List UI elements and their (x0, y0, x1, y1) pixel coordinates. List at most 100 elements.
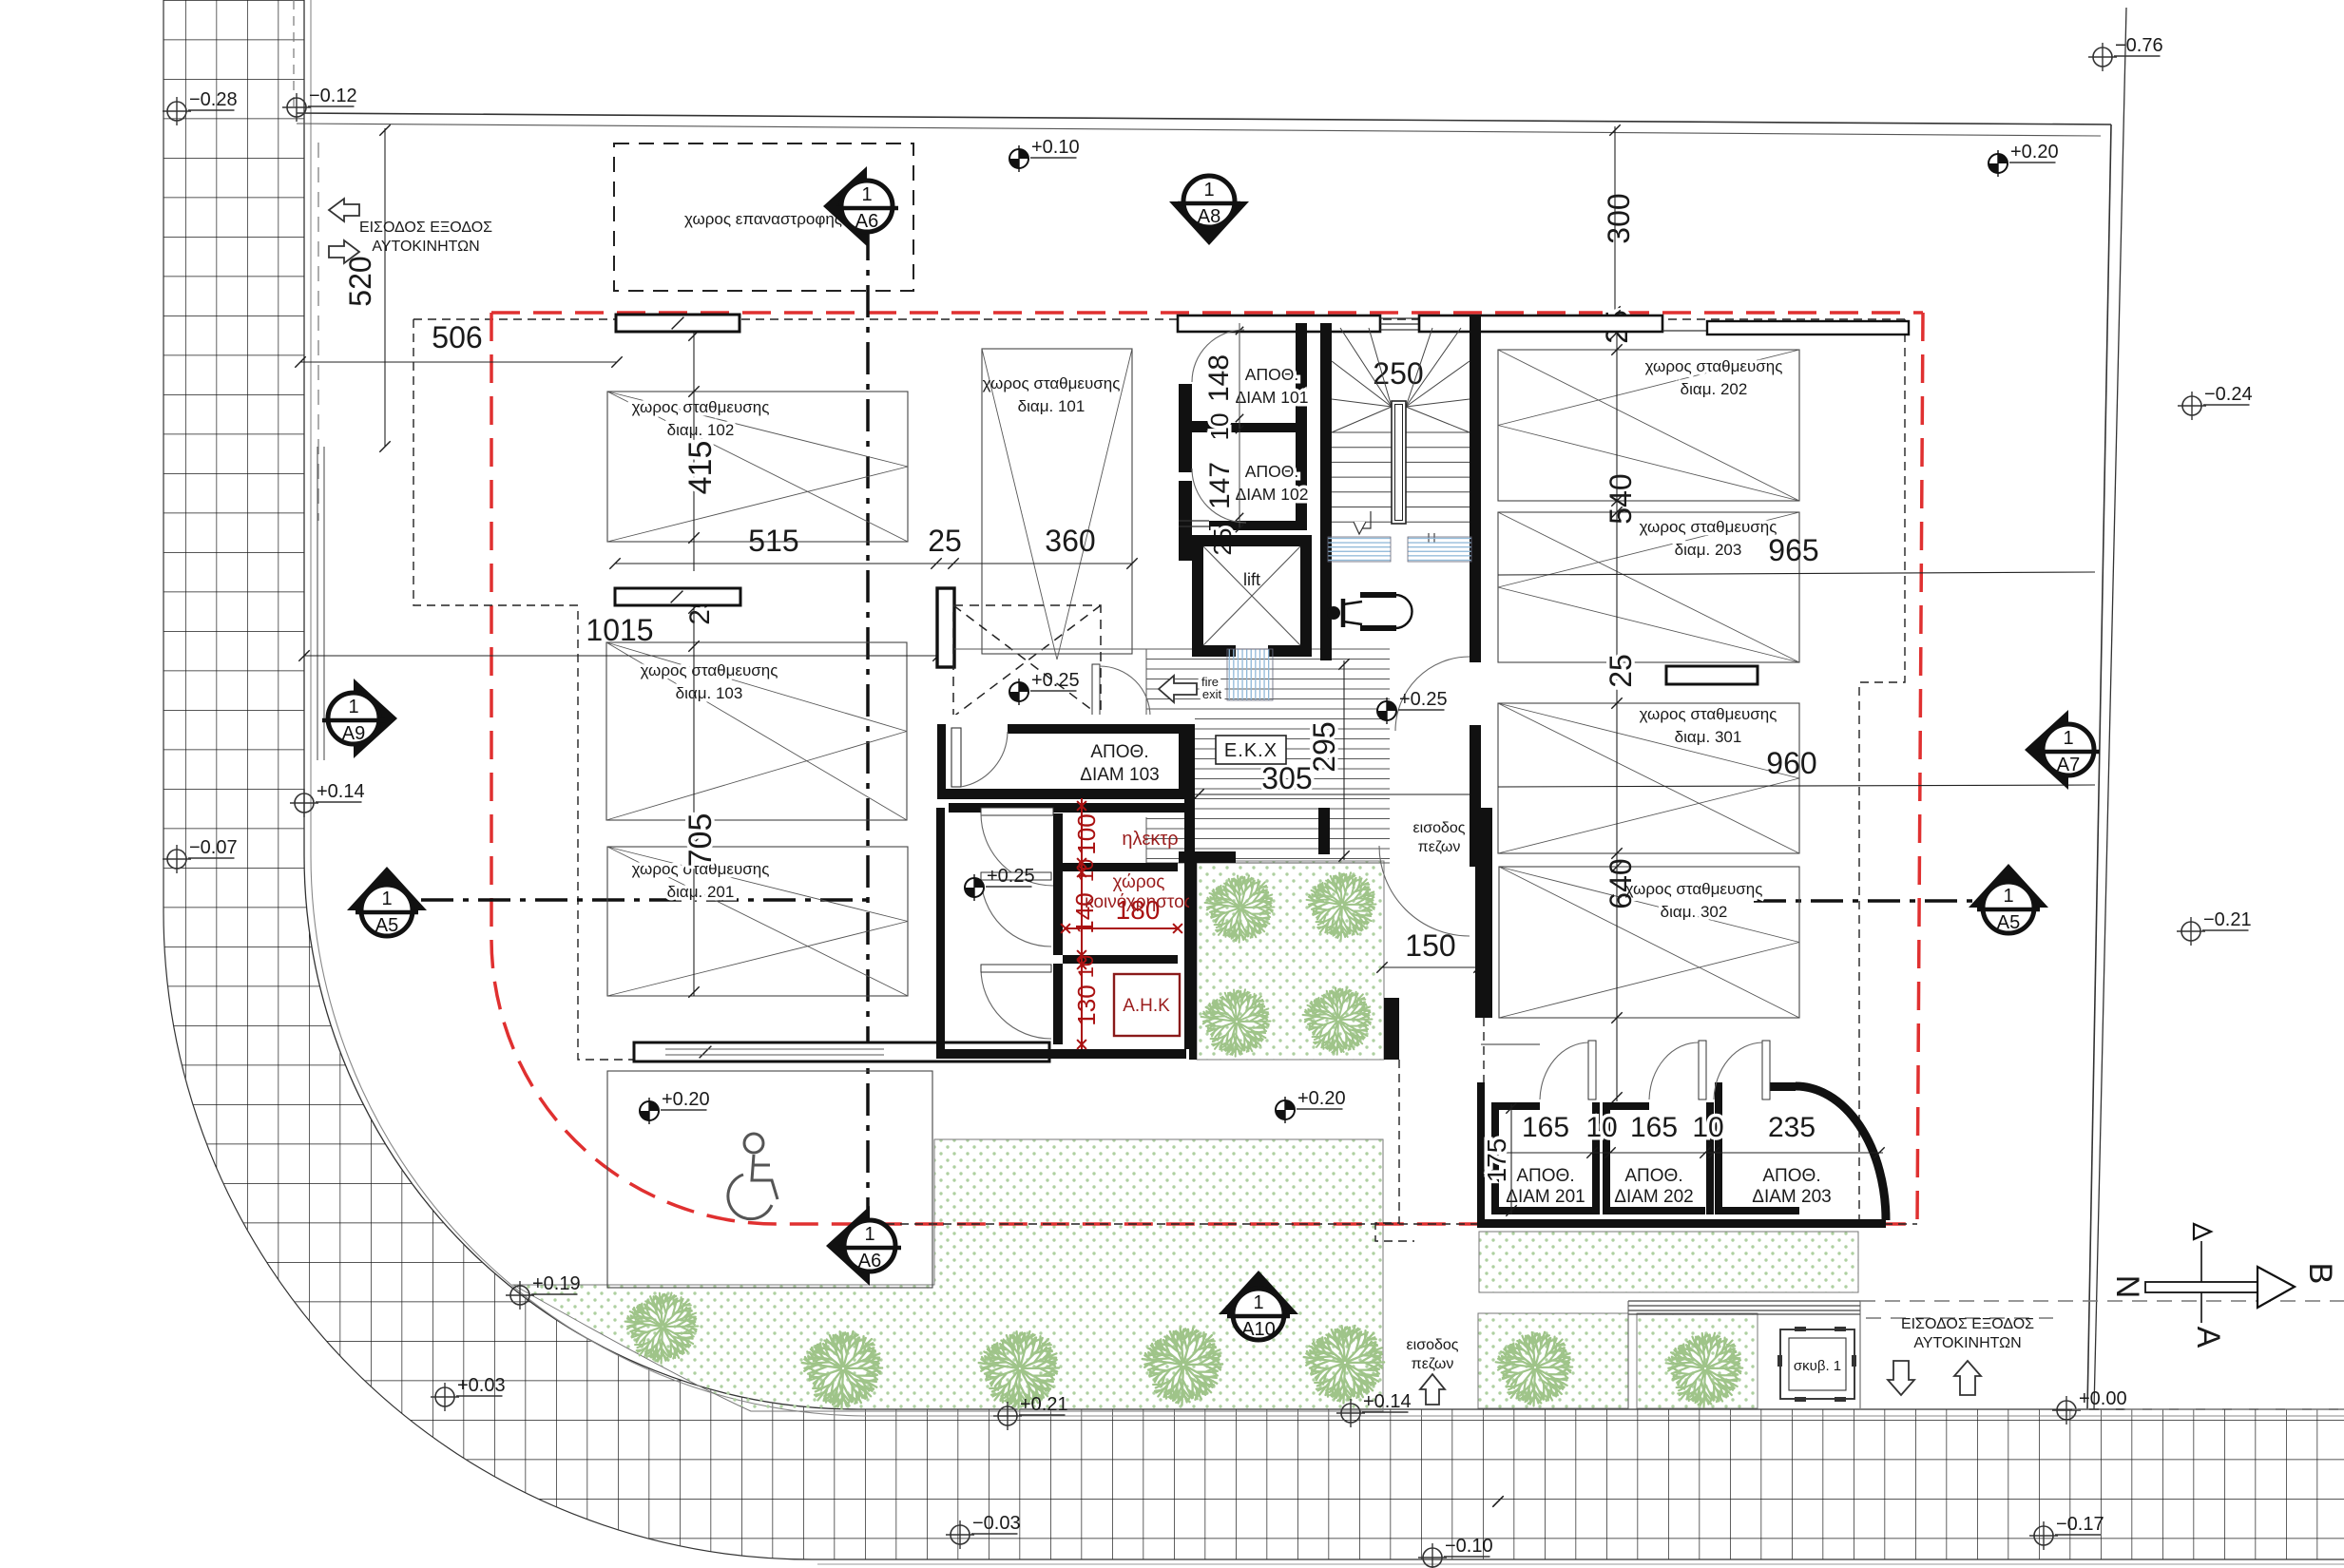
svg-text:25: 25 (1604, 654, 1638, 688)
svg-text:+0.14: +0.14 (1363, 1391, 1412, 1412)
svg-text:χωρος σταθμευσης: χωρος σταθμευσης (641, 661, 778, 679)
svg-text:295: 295 (1307, 721, 1341, 772)
svg-text:1: 1 (2063, 728, 2073, 749)
svg-text:705: 705 (682, 813, 719, 868)
svg-text:+0.25: +0.25 (987, 866, 1035, 887)
svg-text:10: 10 (1074, 859, 1098, 882)
svg-text:χωρος σταθμευσης: χωρος σταθμευσης (983, 374, 1121, 392)
svg-text:χωρος σταθμευσης: χωρος σταθμευσης (1640, 518, 1777, 536)
svg-text:ΑΥΤΟΚΙΝΗΤΩΝ: ΑΥΤΟΚΙΝΗΤΩΝ (372, 239, 479, 255)
svg-text:540: 540 (1604, 473, 1638, 524)
svg-text:χώρος: χώρος (1113, 872, 1165, 892)
svg-text:ΑΠΟΘ.: ΑΠΟΘ. (1245, 365, 1298, 384)
svg-text:ΑΥΤΟΚΙΝΗΤΩΝ: ΑΥΤΟΚΙΝΗΤΩΝ (1913, 1335, 2021, 1351)
svg-text:−0.21: −0.21 (2203, 909, 2252, 930)
svg-text:ΑΠΟΘ.: ΑΠΟΘ. (1245, 462, 1298, 481)
svg-text:Α8: Α8 (1198, 206, 1220, 227)
svg-text:−0.07: −0.07 (189, 837, 238, 858)
svg-text:κοινόχρηστος: κοινόχρηστος (1085, 892, 1193, 912)
svg-text:+0.19: +0.19 (532, 1273, 581, 1294)
svg-text:−0.76: −0.76 (2115, 35, 2163, 56)
svg-text:+0.14: +0.14 (317, 781, 365, 802)
svg-text:διαμ. 201: διαμ. 201 (667, 883, 735, 901)
svg-text:A: A (2190, 1327, 2226, 1348)
svg-text:πεζων: πεζων (1412, 1356, 1454, 1372)
svg-text:300: 300 (1602, 193, 1636, 243)
svg-text:ΕΙΣΟΔΟΣ ΕΞΟΔΟΣ: ΕΙΣΟΔΟΣ ΕΞΟΔΟΣ (1901, 1316, 2034, 1332)
svg-text:1: 1 (861, 184, 872, 205)
svg-text:exit: exit (1202, 687, 1222, 701)
svg-text:Α5: Α5 (375, 915, 398, 936)
svg-text:180: 180 (1116, 895, 1161, 925)
svg-text:ΔΙΑΜ 102: ΔΙΑΜ 102 (1236, 485, 1309, 504)
svg-text:ΕΙΣΟΔΟΣ ΕΞΟΔΟΣ: ΕΙΣΟΔΟΣ ΕΞΟΔΟΣ (359, 220, 492, 236)
svg-text:+0.03: +0.03 (457, 1375, 506, 1396)
svg-text:Α9: Α9 (342, 723, 365, 744)
svg-text:150: 150 (1405, 928, 1455, 963)
svg-text:360: 360 (1045, 524, 1095, 558)
svg-text:+0.21: +0.21 (1020, 1394, 1068, 1415)
svg-text:+0.25: +0.25 (1399, 689, 1448, 710)
svg-text:−0.28: −0.28 (189, 89, 238, 110)
svg-text:140: 140 (1070, 892, 1099, 933)
svg-text:+0.10: +0.10 (1031, 137, 1080, 158)
svg-text:ΑΠΟΘ.: ΑΠΟΘ. (1762, 1166, 1820, 1186)
svg-text:Α5: Α5 (1997, 912, 2020, 933)
svg-text:ΔΙΑΜ 103: ΔΙΑΜ 103 (1080, 765, 1159, 785)
svg-text:διαμ. 202: διαμ. 202 (1681, 380, 1748, 398)
svg-text:+0.20: +0.20 (2010, 142, 2059, 163)
svg-text:1015: 1015 (586, 613, 653, 647)
svg-text:965: 965 (1768, 533, 1818, 567)
svg-text:305: 305 (1261, 761, 1312, 795)
svg-text:148: 148 (1203, 354, 1235, 402)
svg-text:10: 10 (1585, 1112, 1617, 1143)
svg-text:εισοδος: εισοδος (1407, 1337, 1459, 1353)
svg-text:+0.25: +0.25 (1031, 670, 1080, 691)
svg-text:−0.12: −0.12 (309, 86, 357, 106)
svg-text:Α7: Α7 (2057, 755, 2080, 775)
svg-text:250: 250 (1373, 356, 1423, 391)
svg-text:165: 165 (1630, 1112, 1678, 1143)
svg-text:διαμ. 101: διαμ. 101 (1018, 397, 1086, 415)
svg-text:fire: fire (1201, 675, 1219, 689)
svg-text:520: 520 (343, 256, 377, 306)
svg-text:10: 10 (1205, 413, 1234, 441)
svg-text:ΔΙΑΜ 203: ΔΙΑΜ 203 (1752, 1187, 1831, 1207)
svg-text:1: 1 (381, 889, 392, 909)
svg-text:χωρος σταθμευσης: χωρος σταθμευσης (1625, 880, 1763, 898)
svg-text:lift: lift (1243, 570, 1260, 589)
svg-text:+0.20: +0.20 (662, 1089, 710, 1110)
svg-text:1: 1 (864, 1224, 874, 1245)
svg-text:515: 515 (748, 524, 798, 558)
svg-text:ΔΙΑΜ 202: ΔΙΑΜ 202 (1614, 1187, 1693, 1207)
svg-text:165: 165 (1522, 1112, 1569, 1143)
svg-text:415: 415 (682, 441, 719, 495)
svg-text:ηλεκτρ: ηλεκτρ (1122, 829, 1178, 850)
svg-text:Α6: Α6 (855, 211, 878, 232)
svg-text:147: 147 (1204, 462, 1236, 509)
svg-text:175: 175 (1482, 1138, 1511, 1183)
svg-text:−0.17: −0.17 (2056, 1514, 2104, 1535)
svg-text:100: 100 (1072, 813, 1101, 854)
svg-text:χωρος σταθμευσης: χωρος σταθμευσης (1645, 357, 1783, 375)
svg-text:χωρος σταθμευσης: χωρος σταθμευσης (632, 398, 770, 416)
svg-text:χωρος επαναστροφης: χωρος επαναστροφης (684, 210, 842, 228)
svg-text:506: 506 (432, 320, 482, 354)
svg-text:Α10: Α10 (1241, 1319, 1276, 1340)
svg-text:235: 235 (1768, 1112, 1816, 1143)
svg-text:−0.10: −0.10 (1445, 1536, 1493, 1557)
svg-text:διαμ. 302: διαμ. 302 (1661, 903, 1728, 921)
svg-text:N: N (2109, 1275, 2145, 1299)
svg-text:B: B (2302, 1263, 2338, 1285)
svg-text:διαμ. 301: διαμ. 301 (1675, 728, 1742, 746)
svg-text:−0.24: −0.24 (2204, 384, 2253, 405)
svg-text:χωρος σταθμευσης: χωρος σταθμευσης (632, 860, 770, 878)
svg-text:εισοδος: εισοδος (1413, 820, 1466, 836)
svg-text:960: 960 (1766, 746, 1816, 780)
svg-text:10: 10 (1692, 1112, 1723, 1143)
svg-text:+0.00: +0.00 (2079, 1388, 2127, 1409)
svg-text:ΑΠΟΘ.: ΑΠΟΘ. (1624, 1166, 1682, 1186)
svg-text:640: 640 (1604, 858, 1638, 908)
svg-text:Ε.Κ.Χ: Ε.Κ.Χ (1224, 740, 1278, 761)
svg-text:1: 1 (348, 697, 358, 717)
